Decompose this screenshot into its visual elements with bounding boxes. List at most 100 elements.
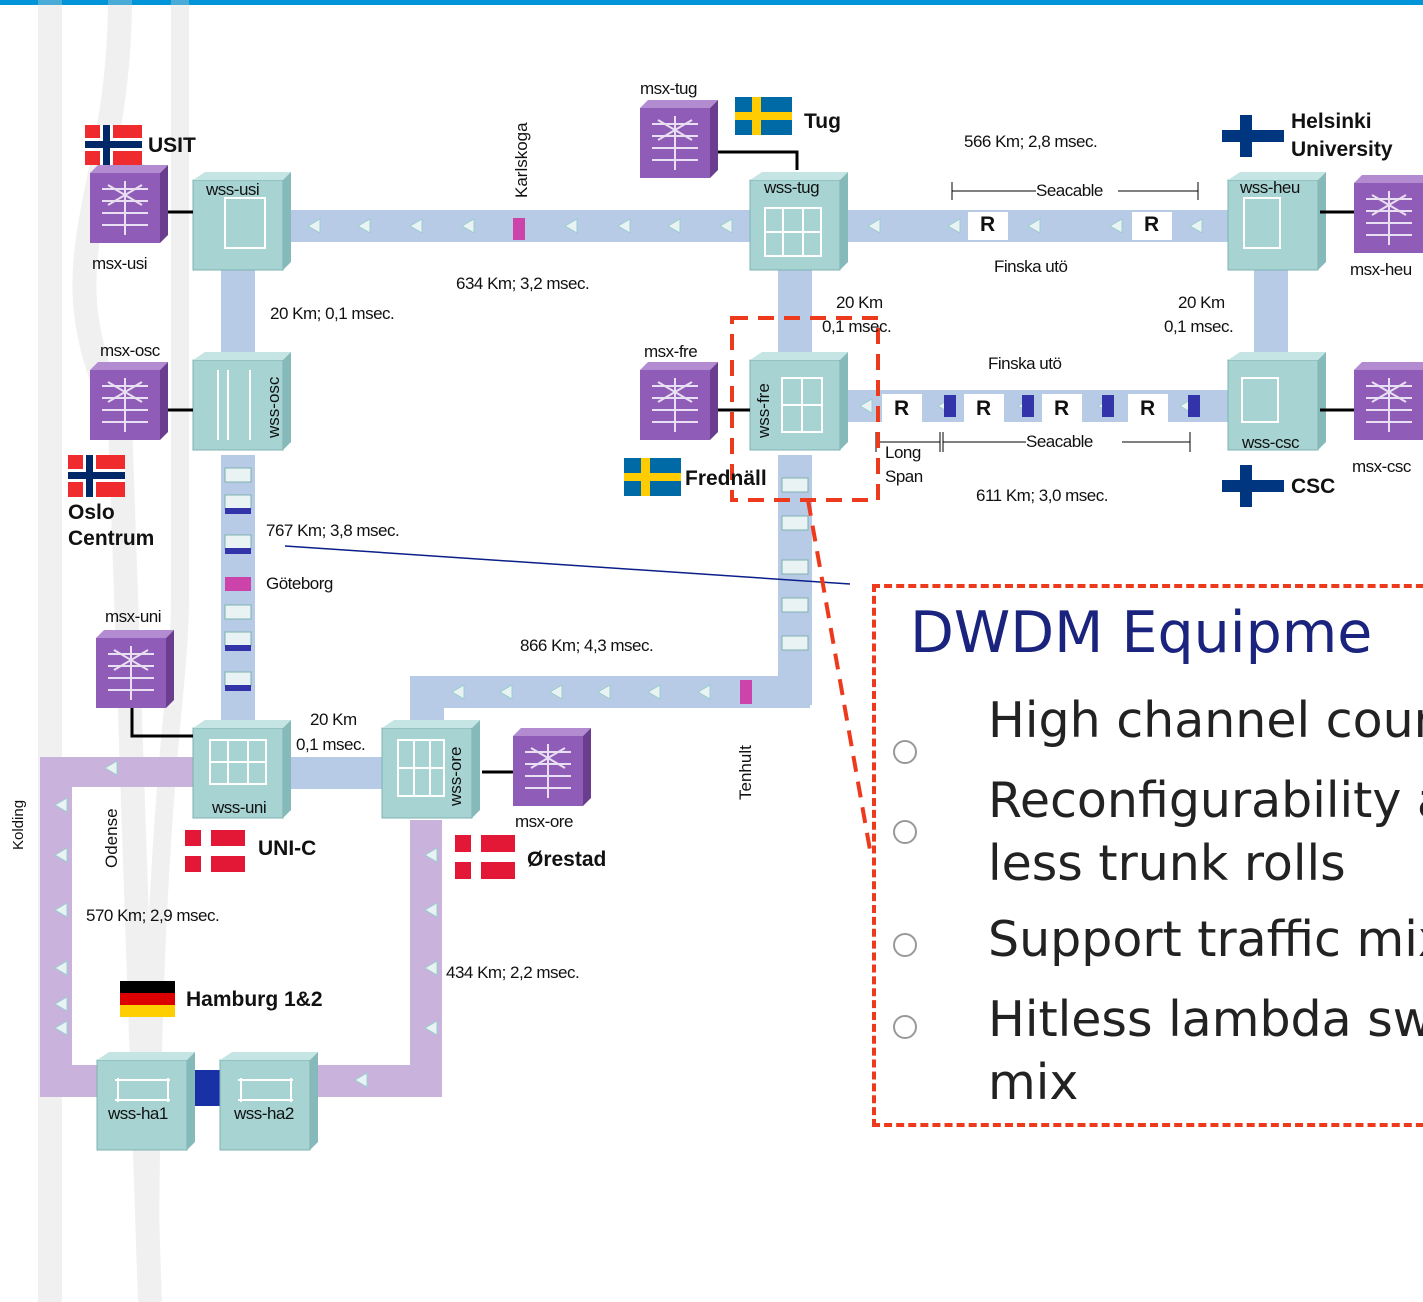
regen-label: R xyxy=(980,213,996,236)
msx-label: msx-usi xyxy=(92,254,148,273)
switch-connectors xyxy=(130,150,1354,774)
network-switch-icon xyxy=(1353,174,1423,254)
flag-finland-icon xyxy=(1222,465,1284,507)
bullet-text: less trunk rolls xyxy=(988,835,1346,892)
flag-denmark-icon xyxy=(185,830,245,872)
place-finska-mid: Finska utö xyxy=(988,354,1062,373)
place-tenhult: Tenhult xyxy=(736,745,755,800)
link-usi-osc: 20 Km; 0,1 msec. xyxy=(270,304,395,323)
long-span-label: Span xyxy=(885,467,923,486)
site-oslo-centrum: Centrum xyxy=(68,527,155,550)
flag-denmark-icon xyxy=(455,835,515,879)
site-helsinki: Helsinki xyxy=(1291,110,1372,133)
bullet-text: mix xyxy=(988,1054,1079,1111)
flag-norway-icon xyxy=(68,455,125,497)
regen-label: R xyxy=(976,397,992,420)
hamburg-bridge xyxy=(195,1070,221,1106)
zoom-highlight xyxy=(730,316,880,851)
pointer-line xyxy=(284,545,851,585)
network-switch-icon xyxy=(639,99,719,179)
link-fre-ore: 866 Km; 4,3 msec. xyxy=(520,636,654,655)
wss-label: wss-usi xyxy=(206,180,260,199)
msx-label: msx-uni xyxy=(105,607,162,626)
bullet-icon xyxy=(893,933,923,963)
network-switch-icon xyxy=(512,727,592,807)
msx-label: msx-csc xyxy=(1352,457,1411,476)
site-frednall: Frednäll xyxy=(685,467,767,490)
link-tug-heu: 566 Km; 2,8 msec. xyxy=(964,132,1098,151)
link-osc-uni: 767 Km; 3,8 msec. xyxy=(266,521,400,540)
wss-label: wss-fre xyxy=(754,383,773,438)
msx-label: msx-osc xyxy=(100,341,160,360)
regen-label: R xyxy=(894,397,910,420)
link-uni-ore-km: 20 Km xyxy=(310,710,357,729)
bullet-text: High channel coun xyxy=(988,692,1423,749)
regen-label: R xyxy=(1054,397,1070,420)
link-tug-fre-km: 20 Km xyxy=(836,293,883,312)
site-unic: UNI-C xyxy=(258,837,317,860)
flag-sweden-icon xyxy=(624,458,681,496)
link-uni-ore-ms: 0,1 msec. xyxy=(296,735,366,754)
network-switch-icon xyxy=(95,629,175,709)
place-kolding: Kolding xyxy=(10,799,27,850)
site-helsinki-university: University xyxy=(1291,138,1393,161)
seacable-label: Seacable xyxy=(1026,432,1093,451)
regenerator-boxes xyxy=(882,212,1172,422)
dwdm-panel xyxy=(872,584,1423,1127)
regen-label: R xyxy=(1144,213,1160,236)
link-fre-csc: 611 Km; 3,0 msec. xyxy=(976,486,1108,505)
place-odense: Odense xyxy=(102,808,121,868)
amplifier-icon xyxy=(225,395,1200,691)
wss-label: wss-tug xyxy=(764,178,820,197)
network-switch-icon xyxy=(639,361,719,441)
wss-label: wss-heu xyxy=(1240,178,1300,197)
place-karlskoga: Karlskoga xyxy=(512,122,531,198)
network-switch-icon xyxy=(89,164,169,244)
site-csc: CSC xyxy=(1291,475,1336,498)
link-uni-hamburg: 570 Km; 2,9 msec. xyxy=(86,906,220,925)
network-switch-icon xyxy=(89,361,169,441)
msx-label: msx-heu xyxy=(1350,260,1412,279)
bullet-icon xyxy=(893,740,923,770)
place-goteborg: Göteborg xyxy=(266,574,333,593)
flag-sweden-icon xyxy=(735,97,792,135)
bullet-icon xyxy=(893,1015,923,1045)
msx-label: msx-fre xyxy=(644,342,698,361)
flag-germany-icon xyxy=(120,981,175,1017)
link-ore-hamburg: 434 Km; 2,2 msec. xyxy=(446,963,580,982)
link-usi-tug: 634 Km; 3,2 msec. xyxy=(456,274,590,293)
msx-label: msx-tug xyxy=(640,79,697,98)
site-tug: Tug xyxy=(804,110,841,133)
wss-label: wss-ha2 xyxy=(234,1104,294,1123)
site-oslo: Oslo xyxy=(68,501,115,524)
wss-label: wss-csc xyxy=(1242,433,1299,452)
regen-label: R xyxy=(1140,397,1156,420)
link-tug-fre-ms: 0,1 msec. xyxy=(822,317,892,336)
wss-label: wss-ore xyxy=(446,746,465,806)
long-span-label: Long xyxy=(885,443,921,462)
bullet-icon xyxy=(893,820,923,850)
link-heu-csc-km: 20 Km xyxy=(1178,293,1225,312)
top-accent-line xyxy=(0,0,1423,5)
bullet-text: Support traffic mix xyxy=(988,911,1423,968)
site-orestad: Ørestad xyxy=(527,848,607,871)
msx-label: msx-ore xyxy=(515,812,573,831)
link-heu-csc-ms: 0,1 msec. xyxy=(1164,317,1234,336)
flag-norway-icon xyxy=(85,125,142,165)
seacable-label: Seacable xyxy=(1036,181,1103,200)
wss-label: wss-uni xyxy=(212,798,267,817)
flag-finland-icon xyxy=(1222,115,1284,157)
dwdm-panel-title: DWDM Equipme xyxy=(910,600,1373,666)
network-switch-icon xyxy=(1353,361,1423,441)
seacable-brackets xyxy=(875,182,1199,452)
place-finska-top: Finska utö xyxy=(994,257,1068,276)
amplifier-icon xyxy=(225,218,752,704)
wss-label: wss-osc xyxy=(264,376,283,438)
bullet-text: Hitless lambda swi xyxy=(988,991,1423,1048)
wss-inner-detail xyxy=(115,197,1281,1102)
wss-label: wss-ha1 xyxy=(108,1104,168,1123)
site-hamburg: Hamburg 1&2 xyxy=(186,988,323,1011)
site-usit: USIT xyxy=(148,134,196,157)
bullet-text: Reconfigurability a xyxy=(988,772,1423,829)
